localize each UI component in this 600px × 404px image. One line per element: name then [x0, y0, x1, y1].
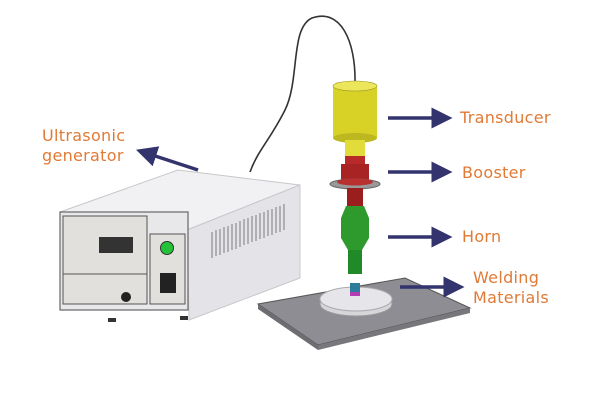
label-ultrasonic-generator: Ultrasonic generator — [42, 126, 125, 166]
label-line: Materials — [473, 288, 550, 307]
label-horn: Horn — [462, 227, 502, 246]
label-booster: Booster — [462, 163, 526, 182]
label-line: generator — [42, 146, 124, 165]
label-line: Welding — [473, 268, 540, 287]
label-line: Ultrasonic — [42, 126, 126, 145]
ultrasonic-generator — [59, 169, 301, 322]
horn — [341, 206, 369, 274]
label-welding-materials: Welding Materials — [473, 268, 549, 308]
generator-arrow — [136, 146, 199, 172]
booster — [329, 156, 381, 206]
label-transducer: Transducer — [460, 108, 551, 127]
welding-base-plate — [256, 277, 472, 350]
cable — [249, 15, 356, 173]
transducer — [332, 80, 378, 158]
